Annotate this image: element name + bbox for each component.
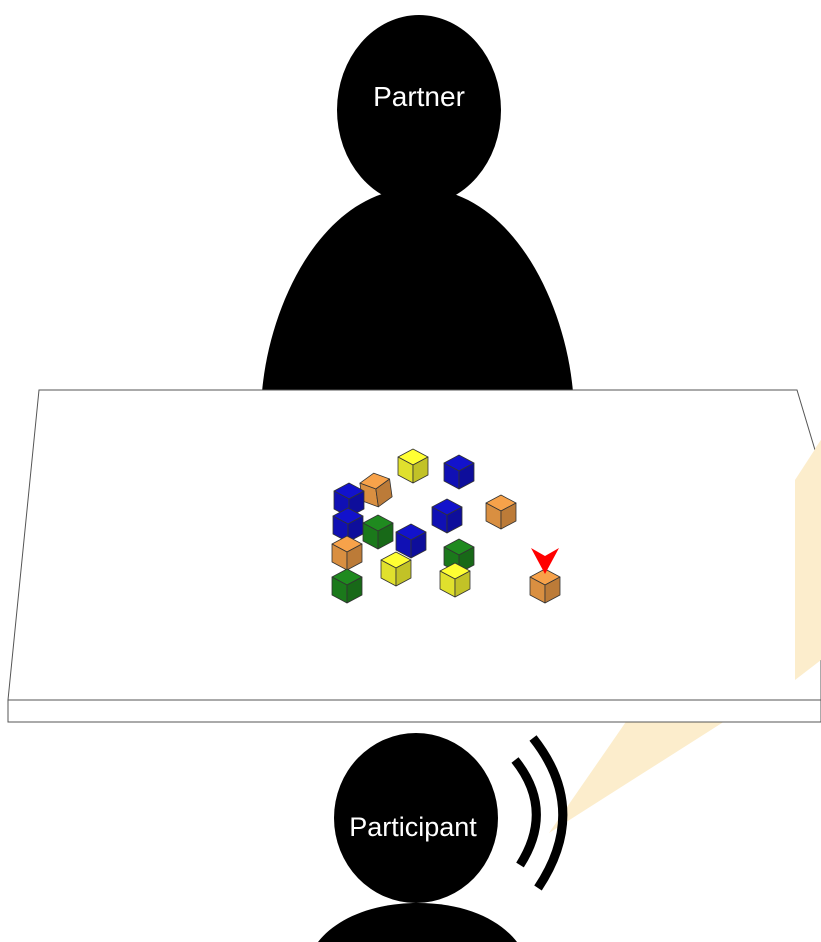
cube-blue xyxy=(443,454,475,490)
red-arrow-icon xyxy=(531,548,559,574)
cube-blue xyxy=(431,498,463,534)
cube-green xyxy=(362,514,394,550)
participant-silhouette: Participant xyxy=(318,733,517,942)
cube-orange xyxy=(359,472,393,508)
participant-head xyxy=(334,733,498,903)
cube-yellow xyxy=(397,448,429,484)
partner-silhouette: Partner xyxy=(262,15,573,392)
cube-orange xyxy=(529,568,561,604)
speech-bubble xyxy=(795,440,821,680)
cube-yellow xyxy=(439,562,471,598)
cube-blue xyxy=(332,507,364,543)
table-edge xyxy=(7,699,821,723)
cube-pile xyxy=(331,448,561,604)
cube-blue xyxy=(395,523,427,559)
cube-orange xyxy=(485,494,517,530)
sound-waves-icon xyxy=(511,735,568,891)
participant-label: Participant xyxy=(349,812,477,842)
partner-body xyxy=(262,188,573,392)
partner-label: Partner xyxy=(373,81,465,112)
cube-green xyxy=(331,568,363,604)
cube-orange xyxy=(331,535,363,571)
cube-yellow xyxy=(380,551,412,587)
participant-body xyxy=(318,903,517,942)
partner-head xyxy=(337,15,501,205)
